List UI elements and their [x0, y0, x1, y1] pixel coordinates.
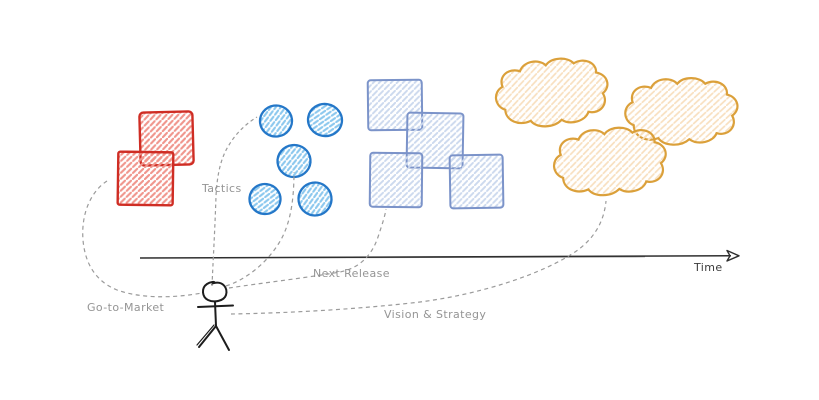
vision-strategy-clouds [493, 55, 740, 198]
go-to-market-label: Go-to-Market [87, 301, 165, 314]
time-label: Time [693, 261, 723, 274]
blue-circle [306, 102, 344, 138]
indigo-square [368, 151, 424, 209]
stick-figure-leg-left-2 [196, 324, 215, 346]
red-square [116, 150, 175, 207]
blue-circle [276, 143, 312, 179]
connector-tactics [211, 116, 258, 287]
connector-labels: Tactics Go-to-Market Next Release Vision… [87, 182, 486, 321]
connector-tactics-2 [225, 171, 295, 287]
blue-circle [297, 181, 333, 217]
cloud [552, 125, 668, 198]
timeline [139, 249, 740, 262]
cloud [493, 55, 610, 130]
tactics-circles [248, 102, 344, 217]
indigo-square [448, 153, 505, 210]
stick-figure-leg-left [198, 325, 217, 348]
timeline-axis [139, 255, 732, 259]
next-release-squares [366, 78, 505, 210]
stick-figure-head [202, 280, 228, 303]
stick-figure-arms [197, 304, 234, 308]
connector-go-to-market [82, 180, 203, 298]
timeline-arrowhead-icon [726, 249, 740, 262]
vision-strategy-label: Vision & Strategy [384, 308, 486, 321]
stick-figure [196, 280, 234, 351]
blue-circle [248, 182, 282, 216]
go-to-market-squares [116, 110, 195, 207]
next-release-label: Next Release [313, 267, 390, 280]
connectors [82, 116, 607, 315]
tactics-label: Tactics [201, 182, 242, 195]
connector-vision-strategy [230, 200, 607, 315]
connector-next-release [228, 208, 387, 289]
stick-figure-leg-right [215, 325, 230, 351]
blue-circle [258, 104, 294, 138]
